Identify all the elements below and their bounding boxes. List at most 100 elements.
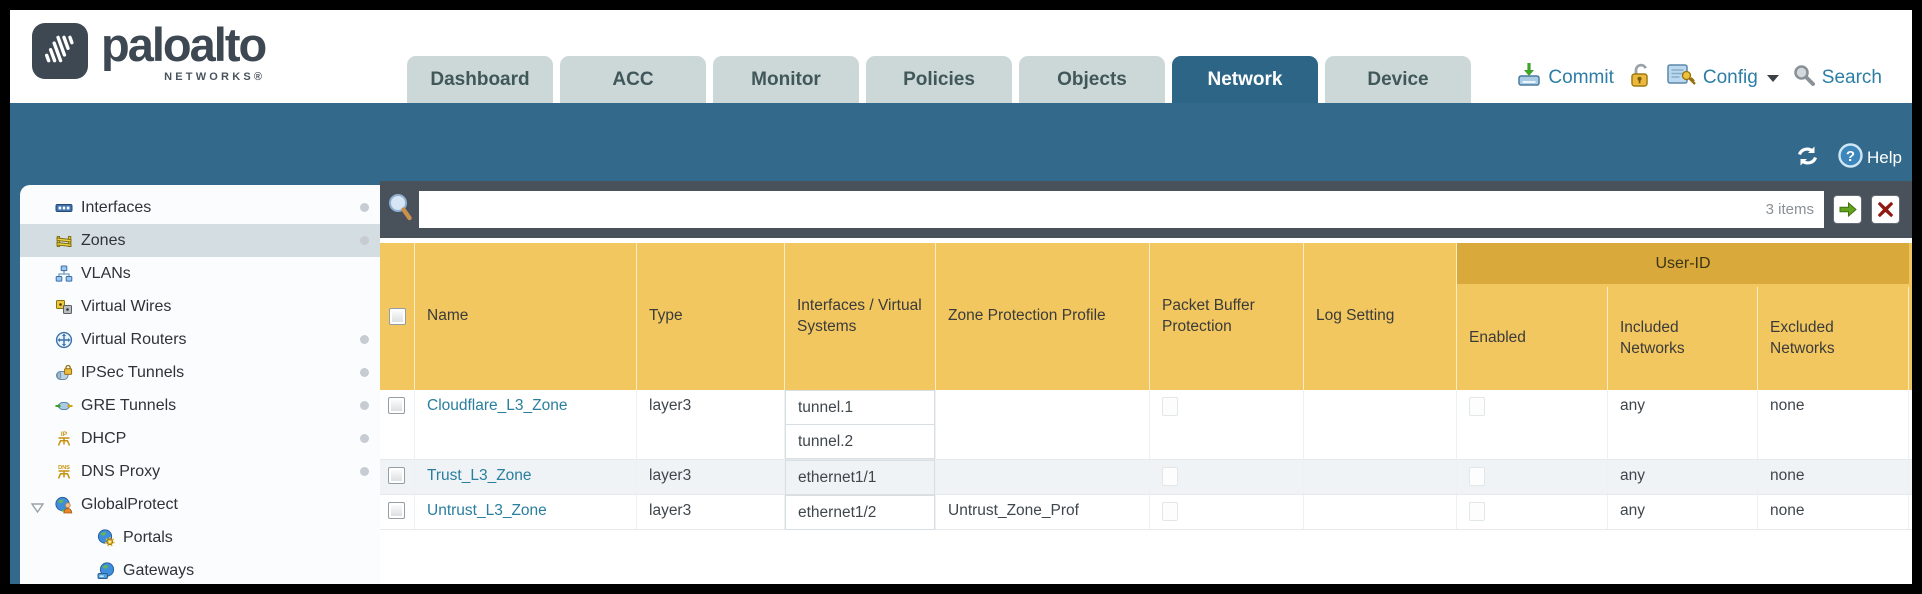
virtual-routers-icon	[55, 331, 73, 348]
sidebar-item-virtual-wires[interactable]: Virtual Wires	[20, 290, 380, 323]
packet-buffer-protection-checkbox[interactable]	[1162, 502, 1178, 521]
dns-proxy-icon: DNS	[57, 465, 71, 479]
zones-table-body: Cloudflare_L3_Zone layer3 tunnel.1 tunne…	[380, 390, 1912, 530]
apply-filter-arrow-icon	[1839, 201, 1857, 218]
brand-subtitle: NETWORKS®	[164, 70, 266, 83]
col-name[interactable]: Name	[415, 243, 637, 390]
packet-buffer-protection-checkbox[interactable]	[1162, 467, 1178, 486]
chevron-down-icon	[1766, 74, 1779, 82]
zone-type-cell: layer3	[637, 390, 785, 459]
sidebar-item-label: Gateways	[123, 561, 195, 579]
help-label: Help	[1867, 148, 1902, 167]
search-button[interactable]: Search	[1792, 63, 1882, 93]
items-count: 3 items	[1765, 201, 1814, 218]
included-networks-cell: any	[1608, 460, 1758, 494]
sidebar-item-vlans[interactable]: VLANs	[20, 257, 380, 290]
col-log-setting[interactable]: Log Setting	[1304, 243, 1457, 390]
gre-tunnels-icon	[55, 401, 73, 410]
table-row: Cloudflare_L3_Zone layer3 tunnel.1 tunne…	[380, 390, 1912, 460]
tab-device[interactable]: Device	[1325, 56, 1471, 103]
help-button[interactable]: ? Help	[1837, 142, 1902, 174]
interface-entry: ethernet1/1	[785, 460, 935, 495]
network-sidebar: Interfaces Zones VLANs	[20, 185, 380, 584]
config-icon	[1667, 62, 1697, 94]
item-dot	[360, 203, 369, 212]
sidebar-item-label: Portals	[123, 528, 173, 546]
tab-acc[interactable]: ACC	[560, 56, 706, 103]
zone-name-link[interactable]: Untrust_L3_Zone	[427, 502, 547, 519]
interfaces-icon	[55, 203, 73, 212]
col-interfaces[interactable]: Interfaces / Virtual Systems	[785, 243, 936, 390]
item-dot	[360, 467, 369, 476]
zones-content: 3 items Name Type Interfaces / Virtual S…	[380, 181, 1912, 584]
zone-name-link[interactable]: Cloudflare_L3_Zone	[427, 397, 568, 414]
sidebar-item-zones[interactable]: Zones	[20, 224, 380, 257]
refresh-icon[interactable]	[1795, 145, 1820, 172]
sidebar-item-gateways[interactable]: Gateways	[20, 554, 380, 584]
utility-bar: Commit Con	[1516, 62, 1882, 94]
sidebar-item-globalprotect[interactable]: GlobalProtect	[20, 488, 380, 521]
col-zone-protection-profile[interactable]: Zone Protection Profile	[936, 243, 1150, 390]
tab-dashboard[interactable]: Dashboard	[407, 56, 553, 103]
row-checkbox[interactable]	[388, 467, 405, 484]
filter-input-wrap: 3 items	[419, 191, 1824, 228]
virtual-wires-icon	[56, 299, 72, 314]
zones-icon	[56, 235, 72, 247]
tab-monitor[interactable]: Monitor	[713, 56, 859, 103]
excluded-networks-cell: none	[1758, 390, 1909, 459]
col-enabled[interactable]: Enabled	[1457, 287, 1608, 390]
globalprotect-icon	[55, 496, 73, 513]
tab-objects[interactable]: Objects	[1019, 56, 1165, 103]
log-setting-cell	[1304, 390, 1457, 459]
col-packet-buffer-protection[interactable]: Packet Buffer Protection	[1150, 243, 1304, 390]
sidebar-item-dhcp[interactable]: IP DHCP	[20, 422, 380, 455]
included-networks-cell: any	[1608, 390, 1758, 459]
zone-protection-profile-cell	[936, 390, 1150, 459]
sidebar-item-ipsec-tunnels[interactable]: IPSec Tunnels	[20, 356, 380, 389]
lock-icon[interactable]	[1629, 62, 1652, 94]
apply-filter-button[interactable]	[1833, 195, 1862, 224]
config-menu[interactable]: Config	[1667, 62, 1779, 94]
zone-name-link[interactable]: Trust_L3_Zone	[427, 467, 532, 484]
clear-filter-x-icon	[1877, 201, 1894, 218]
paloalto-logo: paloalto NETWORKS®	[32, 18, 267, 83]
zone-protection-profile-cell: Untrust_Zone_Prof	[936, 495, 1150, 529]
excluded-networks-cell: none	[1758, 495, 1909, 529]
interface-entry: tunnel.2	[785, 424, 935, 459]
expander-triangle-icon[interactable]	[30, 500, 45, 518]
col-type[interactable]: Type	[637, 243, 785, 390]
row-checkbox[interactable]	[388, 502, 405, 519]
paloalto-logo-icon	[32, 23, 88, 79]
dhcp-icon: IP	[57, 431, 71, 446]
sidebar-item-dns-proxy[interactable]: DNS DNS Proxy	[20, 455, 380, 488]
commit-button[interactable]: Commit	[1516, 62, 1614, 94]
search-icon	[1792, 63, 1816, 93]
sidebar-item-label: Interfaces	[81, 198, 152, 216]
col-excluded-networks[interactable]: Excluded Networks	[1758, 287, 1909, 390]
row-checkbox[interactable]	[388, 397, 405, 414]
tab-policies[interactable]: Policies	[866, 56, 1012, 103]
packet-buffer-protection-checkbox[interactable]	[1162, 397, 1178, 416]
item-dot	[360, 335, 369, 344]
sidebar-item-interfaces[interactable]: Interfaces	[20, 191, 380, 224]
filter-bar: 3 items	[380, 181, 1912, 238]
item-dot	[360, 368, 369, 377]
user-id-enabled-checkbox[interactable]	[1469, 397, 1485, 416]
svg-text:?: ?	[1846, 148, 1855, 165]
brand-name: paloalto	[101, 18, 267, 71]
commit-icon	[1516, 62, 1542, 94]
select-all-checkbox[interactable]	[388, 308, 406, 325]
log-setting-cell	[1304, 460, 1457, 494]
zone-interfaces-cell: ethernet1/2	[785, 495, 936, 530]
col-included-networks[interactable]: Included Networks	[1608, 287, 1758, 390]
sidebar-item-gre-tunnels[interactable]: GRE Tunnels	[20, 389, 380, 422]
sidebar-item-label: GlobalProtect	[81, 495, 178, 513]
sidebar-item-portals[interactable]: Portals	[20, 521, 380, 554]
user-id-enabled-checkbox[interactable]	[1469, 467, 1485, 486]
item-dot	[360, 434, 369, 443]
tab-network[interactable]: Network	[1172, 56, 1318, 103]
clear-filter-button[interactable]	[1871, 195, 1900, 224]
filter-input[interactable]	[419, 191, 1824, 228]
user-id-enabled-checkbox[interactable]	[1469, 502, 1485, 521]
sidebar-item-virtual-routers[interactable]: Virtual Routers	[20, 323, 380, 356]
